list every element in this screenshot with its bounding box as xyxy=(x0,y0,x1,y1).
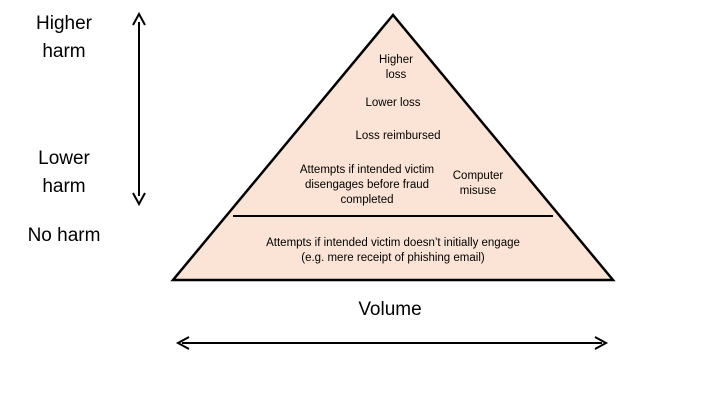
pyramid-shape xyxy=(170,13,616,282)
attempts-disengage-label: Attempts if intended victim disengages b… xyxy=(299,164,435,206)
computer-misuse-label: Computer misuse xyxy=(452,170,504,197)
vertical-harm-arrow-icon xyxy=(132,11,146,207)
volume-axis-label: Volume xyxy=(358,299,422,320)
horizontal-volume-arrow-icon xyxy=(175,336,609,350)
higher-harm-label: Higher harm xyxy=(36,13,92,62)
higher-loss-label: Higher loss xyxy=(379,54,413,81)
lower-harm-label: Lower harm xyxy=(38,148,90,197)
attempts-no-engage-label: Attempts if intended victim doesn’t init… xyxy=(266,237,520,264)
no-harm-label: No harm xyxy=(27,225,101,246)
loss-reimbursed-label: Loss reimbursed xyxy=(355,130,441,142)
lower-loss-label: Lower loss xyxy=(365,97,421,109)
